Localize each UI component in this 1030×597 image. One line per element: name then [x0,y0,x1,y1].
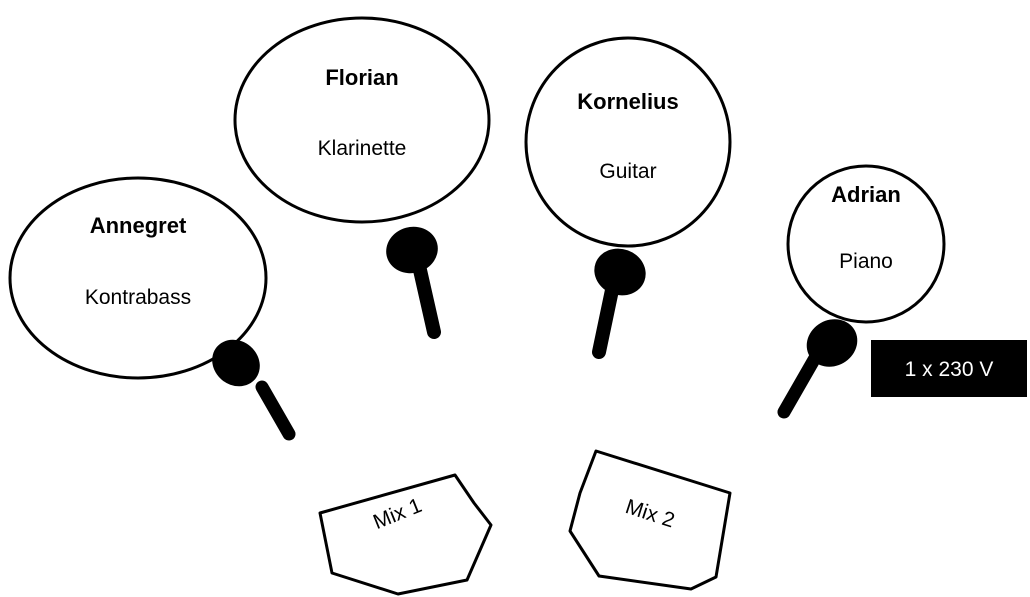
monitor-wedge [568,449,732,591]
musician-circle [8,176,268,380]
musician-name: Annegret [90,213,187,238]
monitor-wedge-mix-1: Mix 1 [318,473,493,596]
musician-instrument: Klarinette [318,137,407,160]
monitor-wedge-mix-2: Mix 2 [568,449,732,591]
musician-name: Adrian [831,182,901,207]
musician-circle [233,16,491,224]
musician-florian: Florian Klarinette [233,16,491,224]
power-supply-label: 1 x 230 V [871,340,1027,397]
musician-kornelius: Kornelius Guitar [524,36,732,248]
microphone-icon [777,319,858,419]
microphone-icon [212,339,296,441]
musician-name: Florian [325,65,398,90]
musician-annegret: Annegret Kontrabass [8,176,268,380]
musician-instrument: Guitar [599,160,656,183]
musician-adrian: Adrian Piano [786,164,946,324]
musician-instrument: Piano [839,250,893,273]
musician-name: Kornelius [577,89,678,114]
microphone-icon [592,248,646,359]
monitor-wedge [318,473,493,596]
musician-instrument: Kontrabass [85,286,191,309]
musician-circle [524,36,732,248]
power-text: 1 x 230 V [905,358,994,381]
power-box [871,340,1027,397]
musician-circle [786,164,946,324]
microphone-icon [386,226,441,339]
